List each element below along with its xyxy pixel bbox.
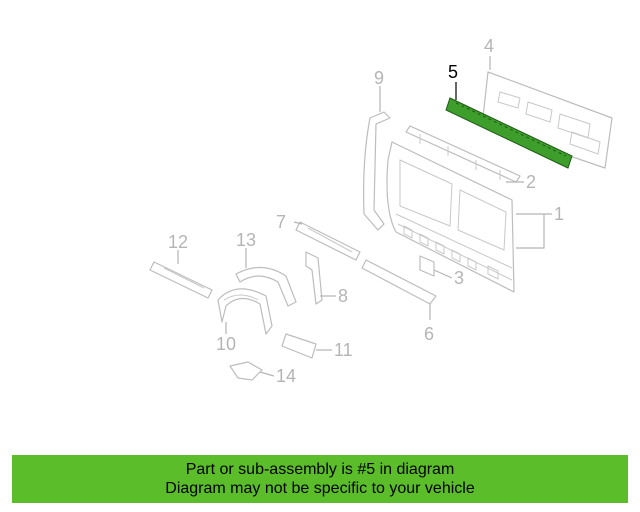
callout-6: 6	[424, 324, 434, 344]
part-14-bracket	[229, 361, 263, 381]
parts-diagram: 4 5 9 2 1 3 7 8 6 12 13 10 11 14	[149, 36, 613, 386]
callout-9: 9	[374, 68, 384, 88]
part-10-wheel-housing	[217, 288, 273, 335]
callout-1: 1	[554, 204, 564, 224]
part-5-highlighted-strip	[445, 97, 573, 169]
callout-14: 14	[276, 366, 296, 386]
part-13-arch	[235, 266, 297, 307]
callout-12: 12	[168, 232, 188, 252]
callout-11: 11	[334, 340, 353, 360]
callout-4: 4	[484, 36, 494, 56]
banner-line-1: Part or sub-assembly is #5 in diagram	[185, 461, 455, 478]
banner-line-2: Diagram may not be specific to your vehi…	[165, 480, 475, 497]
callout-3: 3	[454, 268, 464, 288]
leader-lines	[177, 56, 552, 377]
part-3-bracket	[419, 255, 435, 277]
callout-5: 5	[448, 62, 458, 82]
part-12-rail	[149, 261, 213, 299]
part-11-plate	[281, 333, 317, 359]
part-7-member	[295, 221, 361, 261]
callout-10: 10	[216, 334, 236, 354]
info-banner: Part or sub-assembly is #5 in diagram Di…	[12, 455, 628, 503]
callout-13: 13	[236, 230, 256, 250]
part-9-side-pillar	[363, 111, 391, 231]
part-8-bracket	[305, 251, 323, 305]
callout-7: 7	[276, 212, 286, 232]
callout-2: 2	[526, 172, 536, 192]
callout-8: 8	[338, 286, 348, 306]
part-4-back-panel	[481, 71, 613, 169]
part-1-main-panel	[386, 141, 515, 293]
